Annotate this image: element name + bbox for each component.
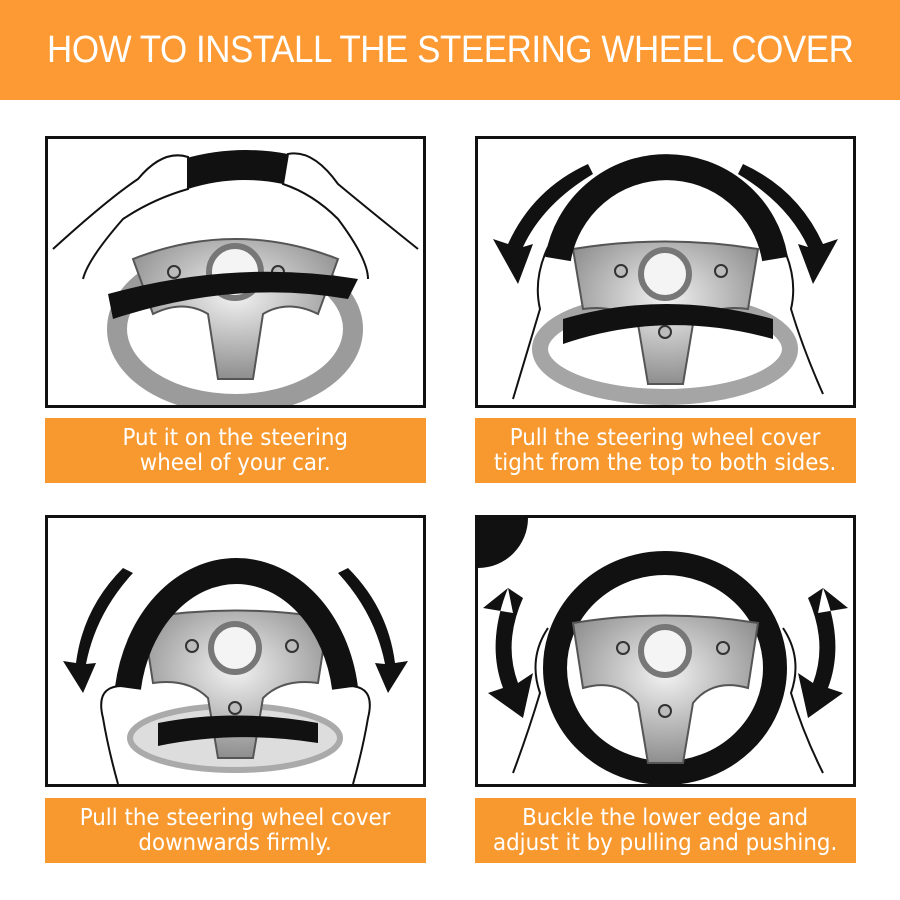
page-title: HOW TO INSTALL THE STEERING WHEEL COVER [46, 28, 854, 71]
steering-wheel-icon [493, 154, 838, 405]
corner-dot [478, 518, 528, 568]
step-4-illustration [475, 515, 856, 787]
steering-wheel-icon [63, 558, 408, 784]
step-1-caption: Put it on the steering wheel of your car… [45, 418, 426, 483]
steering-wheel-icon [478, 518, 848, 784]
step-3-illustration [45, 515, 426, 787]
step-2-caption: Pull the steering wheel cover tight from… [475, 418, 856, 483]
step-3-caption: Pull the steering wheel cover downwards … [45, 798, 426, 863]
step-2-illustration [475, 136, 856, 408]
title-banner: HOW TO INSTALL THE STEERING WHEEL COVER [0, 0, 900, 100]
step-4-caption: Buckle the lower edge and adjust it by p… [475, 798, 856, 863]
step-1-illustration [45, 136, 426, 408]
steering-wheel-icon [52, 150, 419, 405]
